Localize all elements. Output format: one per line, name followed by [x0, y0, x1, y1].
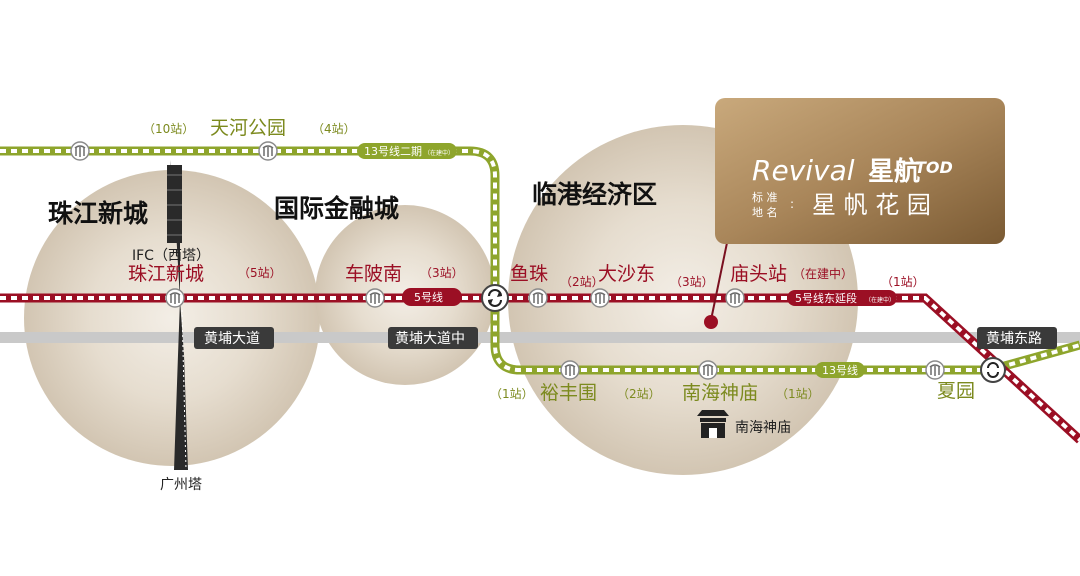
zone-title-lingang: 临港经济区 — [532, 180, 657, 209]
station-zhujiang: 珠江新城 — [128, 263, 204, 285]
brand-logo-tod: TOD — [915, 158, 953, 177]
location-pin-icon — [704, 237, 729, 329]
count-label: （5站） — [238, 266, 282, 280]
station-miaotou: 庙头站 — [730, 263, 787, 285]
svg-text:5号线: 5号线 — [414, 290, 443, 304]
count-label: （3站） — [420, 266, 464, 280]
line13-phase2-pill: 13号线二期 （在建中） — [357, 143, 457, 159]
landmark-ifc-label: IFC（西塔） — [132, 248, 210, 264]
temple-icon — [697, 410, 729, 438]
zone-circle-zhujiang — [24, 170, 320, 466]
metro-logo-icon — [70, 141, 90, 161]
brand-logo-cn: 星航 — [868, 156, 920, 187]
road-label-huangpu-donglu: 黄埔东路 — [977, 327, 1057, 349]
count-label: （1站） — [490, 387, 534, 401]
brand-colon: : — [790, 197, 794, 211]
svg-text:黄埔东路: 黄埔东路 — [986, 330, 1042, 347]
count-label: （2站） — [560, 275, 604, 289]
station-chebei: 车陂南 — [345, 263, 402, 285]
station-dashadong: 大沙东 — [598, 263, 655, 285]
metro-logo-icon — [698, 360, 718, 380]
svg-text:13号线: 13号线 — [822, 363, 858, 377]
line5-pill: 5号线 — [402, 288, 462, 306]
transfer-icon — [980, 357, 1006, 383]
metro-logo-icon — [528, 288, 548, 308]
road-label-huangpu-dadao-zhong: 黄埔大道中 — [388, 327, 478, 349]
brand-label-line1: 标 准 — [752, 190, 778, 204]
brand-project-name: 星 帆 花 园 — [812, 191, 931, 219]
svg-text:黄埔大道: 黄埔大道 — [204, 330, 260, 347]
metro-logo-icon — [165, 288, 185, 308]
metro-logo-icon — [590, 288, 610, 308]
station-xiayuan: 夏园 — [937, 380, 975, 402]
svg-text:（在建中）: （在建中） — [865, 296, 895, 304]
count-label: （3站） — [670, 275, 714, 289]
canton-tower-icon — [170, 160, 188, 471]
count-label: （10站） — [143, 122, 194, 136]
station-tianhe: 天河公园 — [210, 117, 286, 139]
brand-logo-script: Revival — [752, 154, 855, 187]
zone-title-guoji: 国际金融城 — [274, 194, 399, 223]
zone-title-zhujiang: 珠江新城 — [48, 199, 148, 228]
metro-logo-icon — [560, 360, 580, 380]
count-label: （1站） — [776, 387, 820, 401]
metro-logo-icon — [725, 288, 745, 308]
metro-logo-icon — [365, 288, 385, 308]
transfer-icon — [481, 284, 509, 312]
count-label: （2站） — [617, 387, 661, 401]
station-nanhai: 南海神庙 — [682, 382, 758, 404]
count-label: （4站） — [312, 122, 356, 136]
brand-label-line2: 地 名 — [752, 205, 778, 219]
brand-card: Revival 星航 TOD 标 准 地 名 : 星 帆 花 园 — [715, 98, 1005, 244]
road-huangpu — [0, 332, 1080, 343]
count-label: （1站） — [881, 275, 925, 289]
line13-pill: 13号线 — [815, 362, 865, 378]
station-yuzhu: 鱼珠 — [510, 263, 548, 285]
ifc-tower-icon — [167, 165, 182, 243]
landmark-canton-tower: 广州塔 — [160, 477, 202, 493]
landmark-nanhai-temple: 南海神庙 — [735, 420, 791, 436]
svg-text:黄埔大道中: 黄埔大道中 — [395, 330, 465, 347]
line5-extension-pill: 5号线东延段 （在建中） — [787, 290, 897, 306]
station-status: （在建中） — [793, 266, 853, 281]
road-label-huangpu-dadao: 黄埔大道 — [194, 327, 274, 349]
metro-logo-icon — [925, 360, 945, 380]
station-yufengwei: 裕丰围 — [540, 382, 597, 404]
svg-text:（在建中）: （在建中） — [424, 149, 454, 157]
line13-track — [0, 146, 1080, 375]
metro-logo-icon — [258, 141, 278, 161]
svg-text:13号线二期: 13号线二期 — [364, 144, 422, 158]
svg-text:5号线东延段: 5号线东延段 — [795, 291, 857, 305]
